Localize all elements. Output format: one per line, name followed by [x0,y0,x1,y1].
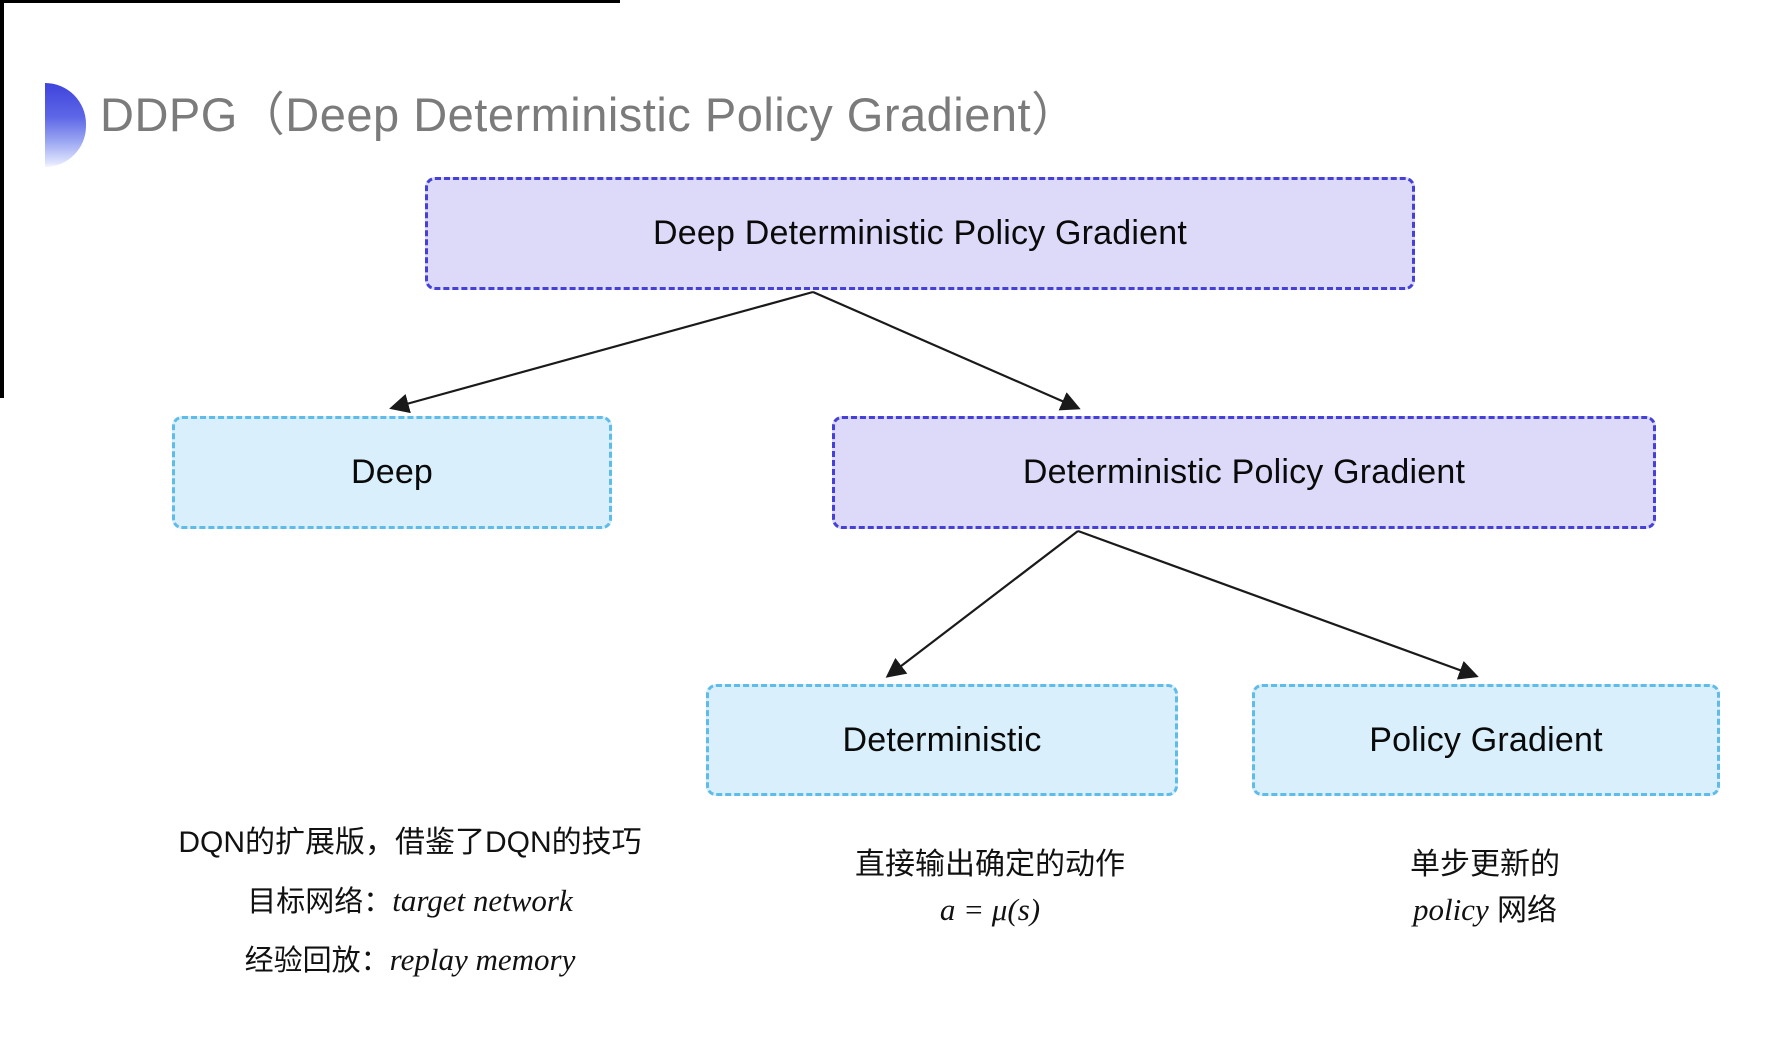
note-policy-gradient-line2-rest: 网络 [1488,894,1558,927]
note-deep-line1: DQN的扩展版，借鉴了DQN的技巧 [178,826,642,859]
node-label: Deterministic Policy Gradient [1022,453,1466,491]
left-border-line [0,0,4,398]
note-policy-gradient-line2: policy 网络 [1340,894,1630,926]
note-deep-line3: 经验回放：replay memory [110,944,710,976]
note-deterministic-formula: a = μ(s) [939,892,1041,927]
arrow-root-to-dpg [812,290,1081,411]
note-policy-gradient: 单步更新的 policy 网络 [1340,850,1630,940]
node-policy-gradient: Policy Gradient [1252,684,1720,796]
note-deep-line3-value: replay memory [389,942,576,977]
note-deep-line2: 目标网络：target network [110,885,710,917]
note-deep-line2-value: target network [392,883,573,918]
title-bullet-icon [45,83,86,167]
note-deterministic: 直接输出确定的动作 a = μ(s) [790,850,1190,939]
node-deep-deterministic-policy-gradient: Deep Deterministic Policy Gradient [425,177,1415,290]
note-policy-gradient-line1: 单步更新的 [1410,848,1560,881]
node-label: Deep [350,453,434,491]
arrow-root-to-deep [389,290,814,414]
note-deep-line2-label: 目标网络： [247,886,393,918]
node-label: Deterministic [842,720,1042,759]
arrow-dpg-to-policy-gradient [1077,529,1479,680]
node-deterministic: Deterministic [706,684,1178,796]
node-label: Deep Deterministic Policy Gradient [653,214,1187,252]
node-deterministic-policy-gradient: Deterministic Policy Gradient [832,416,1656,529]
note-deep: DQN的扩展版，借鉴了DQN的技巧 目标网络：target network 经验… [110,828,710,1003]
note-deterministic-line1: 直接输出确定的动作 [855,848,1125,881]
note-policy-gradient-line2-italic: policy [1412,892,1489,927]
page-title: DDPG（Deep Deterministic Policy Gradient） [100,88,1079,141]
node-label: Policy Gradient [1369,720,1603,759]
note-deep-line3-label: 经验回放： [244,945,390,977]
node-deep: Deep [172,416,612,529]
top-border-line [0,0,620,3]
arrow-dpg-to-deterministic [885,530,1079,678]
